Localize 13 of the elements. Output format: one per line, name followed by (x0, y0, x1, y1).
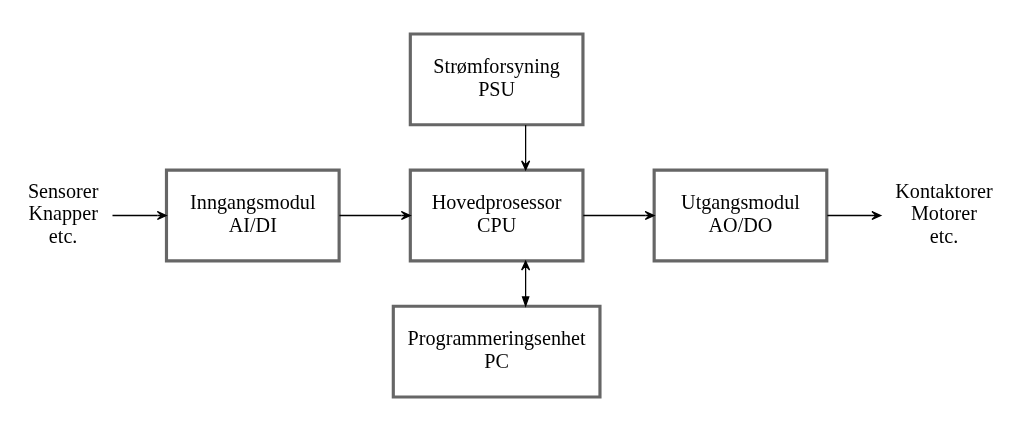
arrow (111, 210, 167, 220)
node-box: Hovedprosessor CPU (408, 168, 585, 262)
node-box: Programmeringsenhet PC (391, 304, 602, 399)
arrow (338, 210, 411, 220)
node-box: Strømforsyning PSU (408, 31, 585, 126)
arrow (582, 210, 655, 220)
node-text: Kontaktorer Motorer etc. (895, 179, 993, 247)
arrow (521, 260, 531, 308)
node-text: Sensorer Knapper etc. (27, 179, 99, 247)
node-box: Utgangsmodul AO/DO (652, 168, 829, 262)
node-box: Inngangsmodul AI/DI (164, 168, 341, 262)
arrow (826, 210, 882, 220)
arrow (521, 123, 531, 170)
